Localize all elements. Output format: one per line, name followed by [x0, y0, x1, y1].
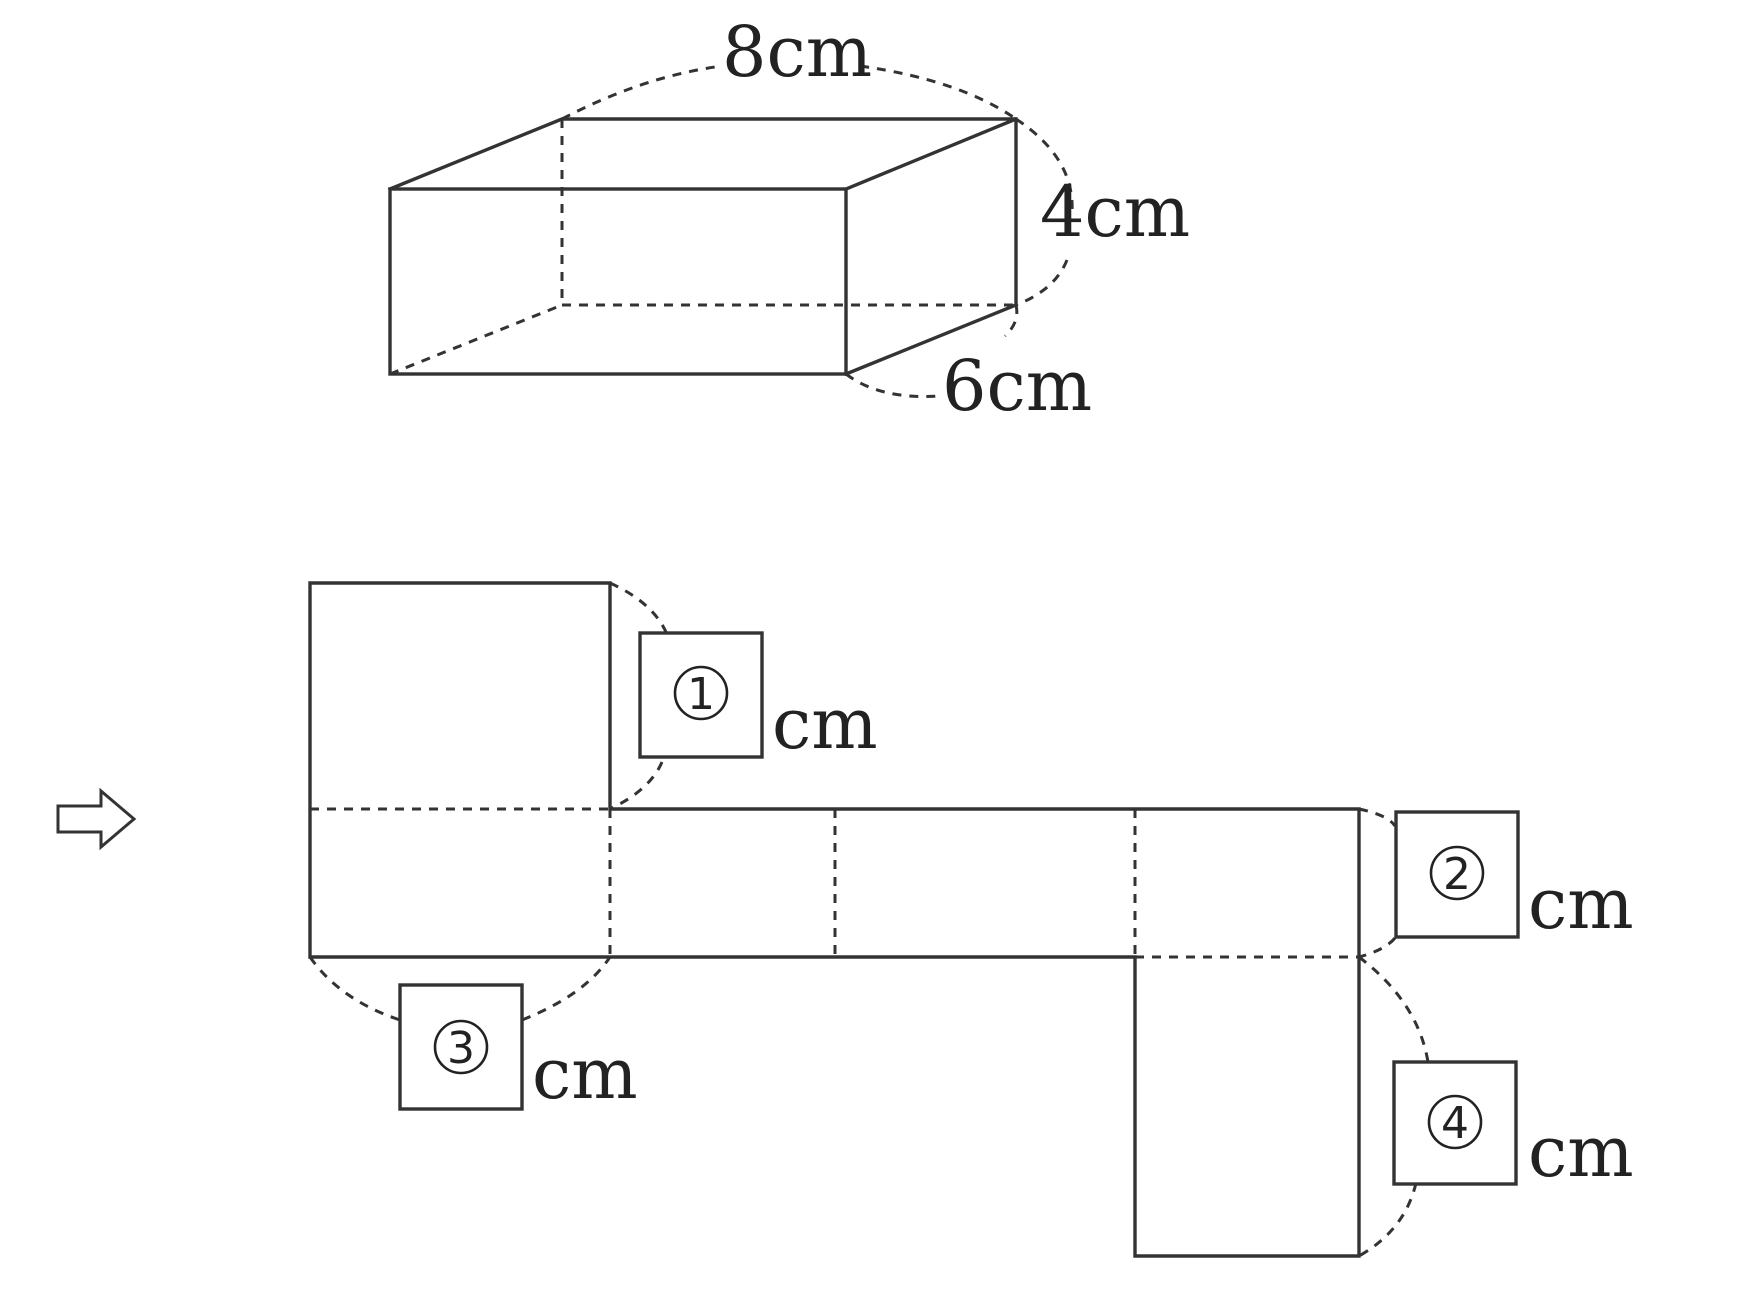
net-fold-lines	[310, 807, 1359, 959]
prism-visible-edges	[387, 117, 1018, 377]
length-label: 8cm	[722, 11, 872, 93]
prism-hidden-edges	[389, 119, 1016, 376]
width-label: 6cm	[942, 345, 1092, 427]
blank-unit-4: cm	[1528, 1111, 1634, 1193]
right-arrow-icon	[56, 787, 137, 851]
blank-unit-2: cm	[1528, 863, 1634, 945]
blank-unit-3: cm	[532, 1033, 638, 1115]
blank-number-4: 4	[1441, 1098, 1469, 1149]
prism-dimension-arcs	[561, 64, 1074, 398]
answer-box-3[interactable]	[398, 983, 524, 1111]
blank-number-1: 1	[687, 669, 715, 720]
blank-4[interactable]: 4 cm	[1392, 1060, 1634, 1193]
answer-box-2[interactable]	[1394, 810, 1520, 939]
blank-3[interactable]: 3 cm	[398, 983, 638, 1115]
net-outline	[308, 581, 1361, 1258]
net-dimension-arcs	[308, 581, 1430, 1258]
answer-box-4[interactable]	[1392, 1060, 1518, 1186]
circled-number-4	[1427, 1094, 1483, 1150]
blank-number-3: 3	[447, 1023, 475, 1074]
blank-1[interactable]: 1 cm	[638, 631, 878, 765]
circled-number-3	[433, 1019, 489, 1075]
rectangular-prism: 8cm 4cm 6cm	[387, 11, 1190, 427]
answer-box-1[interactable]	[638, 631, 764, 759]
circled-number-2	[1429, 845, 1485, 901]
blank-2[interactable]: 2 cm	[1394, 810, 1634, 945]
circled-number-1	[673, 665, 729, 721]
prism-net: 1 cm 2 cm 3 cm 4 cm	[308, 581, 1634, 1258]
blank-number-2: 2	[1443, 849, 1471, 900]
height-label: 4cm	[1040, 171, 1190, 253]
blank-unit-1: cm	[772, 683, 878, 765]
